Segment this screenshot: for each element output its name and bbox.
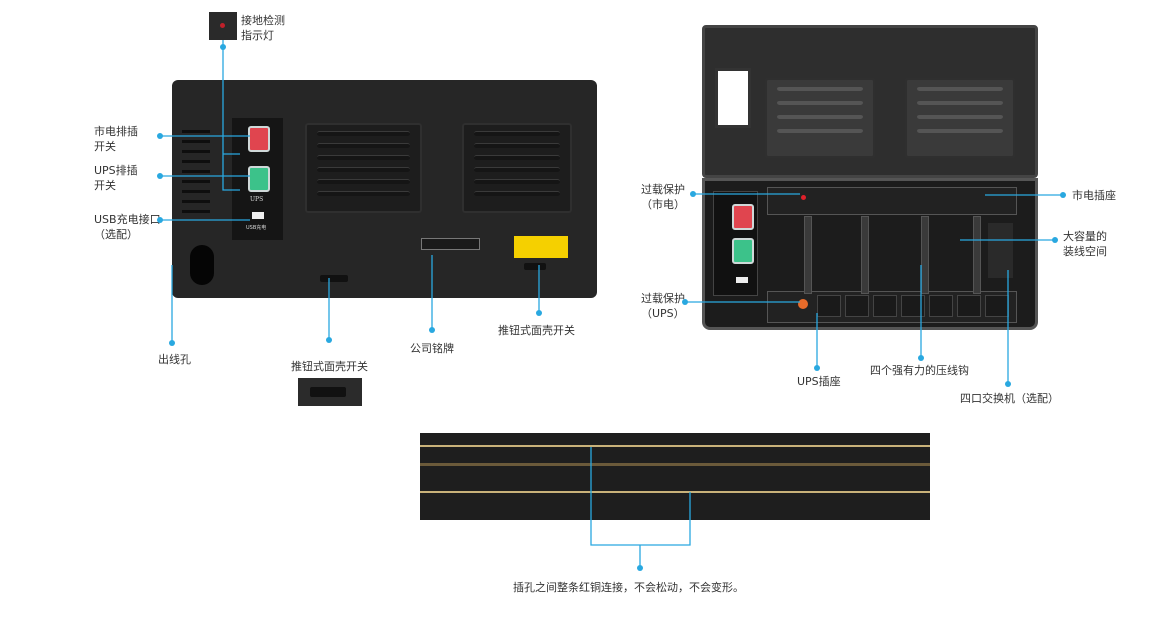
cable-hook [804, 216, 812, 294]
cable-space-label: 大容量的装线空间 [1063, 230, 1107, 258]
warning-label [514, 236, 568, 258]
wiring-box-open [702, 25, 1038, 330]
cable-hole [190, 245, 214, 285]
push-switch-right[interactable] [524, 263, 546, 270]
overload-ups-button[interactable] [798, 299, 808, 309]
box-interior [702, 178, 1038, 330]
indicator-label: 接地检测指示灯 [241, 14, 285, 42]
push-switch-bottom-label: 推钮式面壳开关 [291, 360, 368, 373]
mains-socket-strip [767, 187, 1017, 215]
mains-socket-label: 市电插座 [1072, 189, 1116, 202]
front-grille-right [462, 123, 572, 213]
panel-ups-text: UPS [250, 196, 264, 203]
network-switch-label: 四口交换机（选配） [960, 392, 1059, 405]
wiring-box-closed: UPS USB充电 [172, 80, 597, 298]
overload-mains-indicator [801, 195, 806, 200]
ups-switch-label: UPS排插开关 [94, 164, 138, 192]
usb-port[interactable] [252, 212, 264, 219]
ups-socket-label: UPS插座 [797, 375, 841, 388]
cable-hole-label: 出线孔 [158, 353, 191, 366]
nameplate-label: 公司铭牌 [410, 342, 454, 355]
front-grille-left [305, 123, 422, 213]
inner-switch-panel [713, 191, 758, 296]
copper-strip-photo [420, 433, 930, 520]
nameplate [421, 238, 480, 250]
mains-switch-label: 市电排插开关 [94, 125, 138, 153]
side-vents [182, 130, 210, 230]
cable-hook [973, 216, 981, 294]
network-switch [988, 223, 1013, 278]
indicator-thumbnail [209, 12, 237, 40]
switch-panel: UPS USB充电 [232, 118, 283, 240]
caption: 插孔之间整条红铜连接，不会松动，不会变形。 [513, 581, 744, 594]
usb-label: USB充电接口（选配） [94, 213, 161, 241]
mains-switch[interactable] [248, 126, 270, 152]
push-switch-bottom[interactable] [320, 275, 348, 282]
push-switch-right-label: 推钮式面壳开关 [498, 324, 575, 337]
ups-switch[interactable] [248, 166, 270, 192]
hooks-label: 四个强有力的压线钩 [870, 364, 969, 377]
cable-hook [861, 216, 869, 294]
push-switch-thumbnail [298, 378, 362, 406]
cable-hook [921, 216, 929, 294]
overload-ups-label: 过载保护（UPS） [641, 292, 685, 320]
panel-usb-text: USB充电 [246, 225, 267, 231]
lid-interior [702, 25, 1038, 178]
overload-mains-label: 过载保护（市电） [641, 183, 685, 211]
